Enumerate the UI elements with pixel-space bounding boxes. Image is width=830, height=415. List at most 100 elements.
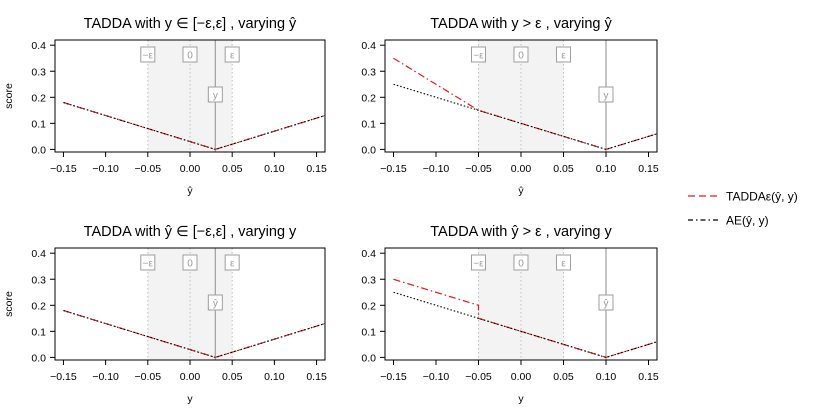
series-line-ae (63, 101, 326, 150)
marker-label: −ε (473, 51, 484, 62)
marker-label: −ε (473, 259, 484, 270)
y-tick-label: 0.1 (31, 118, 46, 130)
marker-label: ŷ (213, 299, 218, 310)
x-tick-label: 0.10 (596, 163, 617, 175)
x-axis-label: ŷ (518, 185, 524, 197)
marker-box (598, 86, 614, 103)
marker-box (513, 46, 529, 63)
marker-label: 0 (187, 259, 193, 270)
marker-box (598, 294, 614, 311)
x-tick-label: −0.15 (50, 163, 77, 175)
y-tick-label: 0.1 (361, 118, 376, 130)
panel-title: TADDA with y > ε , varying ŷ (430, 16, 612, 32)
marker-label: 0 (518, 259, 524, 270)
marker-label: y (604, 91, 609, 102)
marker-label: ŷ (604, 299, 609, 310)
legend-label: AE(ŷ, y) (726, 214, 769, 228)
x-tick-label: 0.05 (553, 163, 574, 175)
x-tick-label: 0.15 (306, 371, 327, 383)
x-tick-label: 0.05 (222, 371, 243, 383)
y-tick-label: 0.0 (361, 352, 376, 364)
x-tick-label: −0.10 (423, 371, 450, 383)
y-tick-label: 0.3 (361, 66, 376, 78)
x-axis-label: y (518, 393, 524, 405)
y-tick-label: 0.1 (361, 326, 376, 338)
marker-box (182, 46, 198, 63)
y-tick-label: 0.4 (361, 248, 376, 260)
x-tick-label: −0.05 (135, 163, 162, 175)
x-tick-label: −0.10 (92, 163, 119, 175)
marker-box (556, 254, 571, 271)
marker-box (224, 46, 240, 63)
marker-label: −ε (143, 259, 154, 270)
x-tick-label: 0.00 (180, 371, 201, 383)
x-tick-label: 0.00 (511, 371, 532, 383)
panel-title: TADDA with ŷ ∈ [−ε,ε] , varying y (84, 224, 297, 240)
x-tick-label: −0.15 (380, 163, 407, 175)
y-tick-label: 0.1 (31, 326, 46, 338)
y-tick-label: 0.0 (361, 144, 376, 156)
y-tick-label: 0.2 (31, 92, 46, 104)
x-tick-label: −0.05 (135, 371, 162, 383)
series-line-ae (393, 291, 658, 358)
marker-box (471, 46, 486, 63)
y-tick-label: 0.2 (361, 92, 376, 104)
x-tick-label: −0.10 (92, 371, 119, 383)
x-tick-label: −0.15 (50, 371, 77, 383)
panel-title: TADDA with y ∈ [−ε,ε] , varying ŷ (84, 16, 297, 32)
y-axis-label: score (3, 83, 15, 109)
panel-4: −ε 0 ε ŷ −0.15 −0.10 −0.05 0.00 0.05 0.10 0.15 0.0 0… (361, 224, 658, 405)
marker-box (556, 46, 571, 63)
y-tick-label: 0.3 (31, 66, 46, 78)
marker-label: 0 (187, 51, 193, 62)
y-tick-label: 0.4 (361, 40, 376, 52)
x-tick-label: 0.00 (180, 163, 201, 175)
marker-box (224, 254, 240, 271)
x-tick-label: 0.15 (638, 371, 659, 383)
marker-box (182, 254, 198, 271)
legend-item: AE(ŷ, y) (688, 214, 769, 228)
panel-3: −ε 0 ε ŷ −0.15 −0.10 −0.05 0.00 0.05 0.10 0.15 0.0 0… (3, 224, 327, 405)
y-tick-label: 0.3 (31, 274, 46, 286)
series-line-tadda (393, 57, 658, 150)
x-axis-label: y (187, 393, 193, 405)
x-tick-label: 0.15 (306, 163, 327, 175)
x-tick-label: 0.10 (596, 371, 617, 383)
marker-label: ε (230, 259, 235, 270)
series-line-ae (393, 83, 658, 150)
marker-box (207, 294, 223, 311)
x-tick-label: 0.05 (222, 163, 243, 175)
y-tick-label: 0.0 (31, 352, 46, 364)
marker-box (207, 86, 223, 103)
x-tick-label: −0.05 (465, 371, 492, 383)
legend: TADDAε(ŷ, y) AE(ŷ, y) (688, 190, 798, 228)
y-tick-label: 0.3 (361, 274, 376, 286)
series-line-ae (63, 309, 326, 358)
x-axis-label: ŷ (187, 185, 193, 197)
marker-label: y (213, 91, 218, 102)
y-tick-label: 0.0 (31, 144, 46, 156)
x-tick-label: 0.10 (264, 371, 285, 383)
x-tick-label: 0.05 (553, 371, 574, 383)
marker-label: 0 (518, 51, 524, 62)
x-tick-label: −0.15 (380, 371, 407, 383)
marker-box (513, 254, 529, 271)
x-tick-label: 0.10 (264, 163, 285, 175)
y-axis-label: score (3, 291, 15, 317)
marker-box (140, 254, 156, 271)
y-tick-label: 0.4 (31, 40, 46, 52)
marker-label: ε (561, 51, 566, 62)
panel-title: TADDA with ŷ > ε , varying y (430, 224, 612, 240)
x-tick-label: 0.00 (511, 163, 532, 175)
marker-label: ε (561, 259, 566, 270)
x-tick-label: −0.10 (423, 163, 450, 175)
y-tick-label: 0.4 (31, 248, 46, 260)
marker-label: ε (230, 51, 235, 62)
x-tick-label: −0.05 (465, 163, 492, 175)
marker-box (140, 46, 156, 63)
legend-item: TADDAε(ŷ, y) (688, 190, 798, 204)
